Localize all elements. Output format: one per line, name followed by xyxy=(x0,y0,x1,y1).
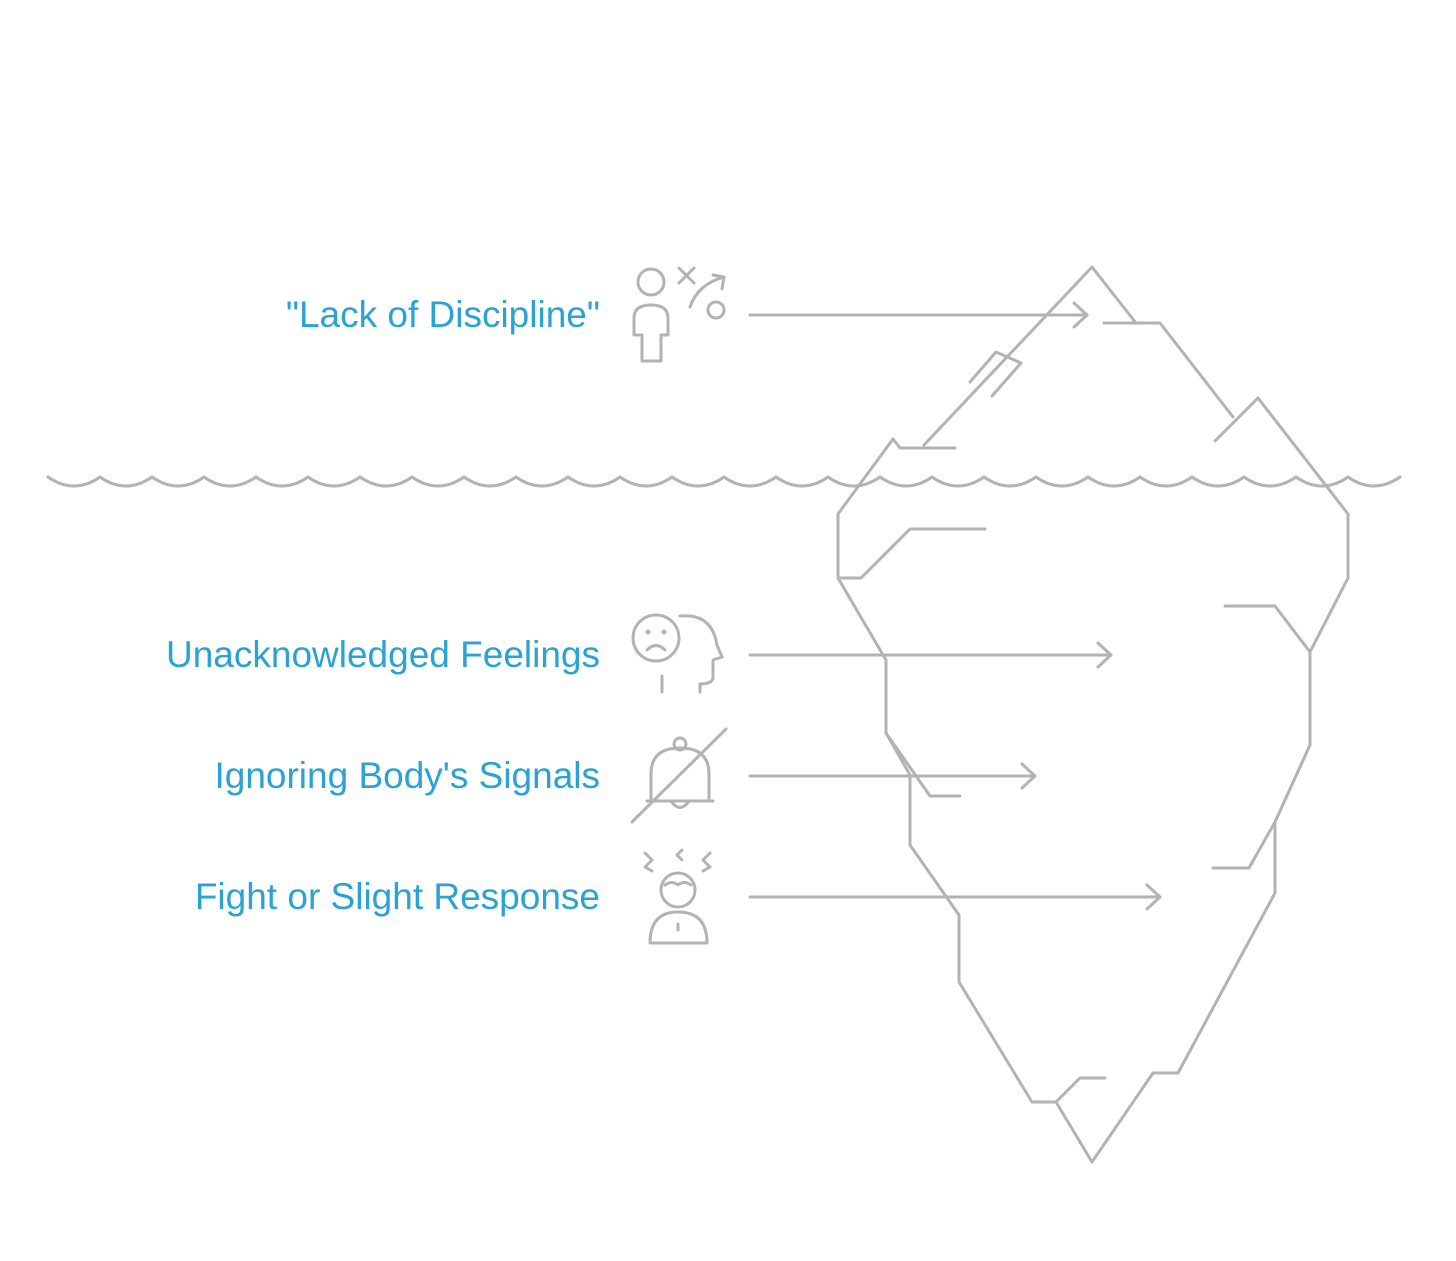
arrow-fight-or-slight-response xyxy=(750,885,1160,909)
arrow-ignoring-body-signals xyxy=(750,764,1035,788)
arrow-lack-of-discipline xyxy=(750,303,1087,327)
arrow-unacknowledged-feelings xyxy=(750,643,1111,667)
label-ignoring-body-signals: Ignoring Body's Signals xyxy=(0,754,600,798)
sad-head-icon xyxy=(633,615,722,692)
water-line xyxy=(48,477,1400,486)
iceberg xyxy=(838,267,1348,1162)
label-fight-or-slight-response: Fight or Slight Response xyxy=(0,875,600,919)
stressed-person-icon xyxy=(645,850,710,943)
muted-bell-icon xyxy=(632,729,726,822)
label-unacknowledged-feelings: Unacknowledged Feelings xyxy=(0,633,600,677)
label-lack-of-discipline: "Lack of Discipline" xyxy=(0,293,600,337)
person-strategy-icon xyxy=(634,268,724,361)
